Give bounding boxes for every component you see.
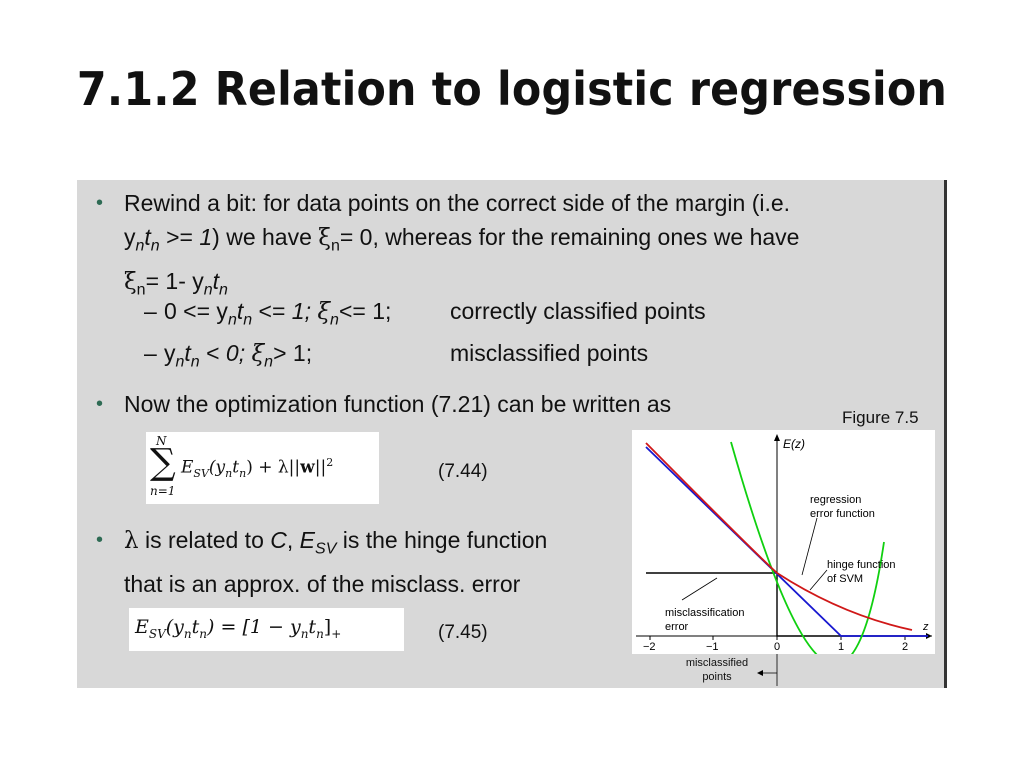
- figure-error-functions: −2 −1 0 1 2 E(z) z regression error func…: [632, 430, 935, 666]
- tick-label: 2: [902, 641, 908, 653]
- misclassified-points-arrow: [757, 654, 778, 686]
- quadratic-curve: [730, 441, 885, 666]
- misclassification-label: error: [665, 621, 689, 633]
- y-axis-arrow-icon: [774, 434, 780, 441]
- bullet-line: yntn >= 1) we have ξn= 0, whereas for th…: [124, 224, 800, 255]
- equation-7-45: ESV(yntn) = [1 − yntn]+: [129, 608, 404, 651]
- hinge-label: of SVM: [827, 573, 863, 585]
- misclassification-label: misclassification: [665, 607, 744, 619]
- tick-label: −2: [643, 641, 656, 653]
- y-axis-label: E(z): [783, 437, 805, 451]
- x-axis-label: z: [922, 621, 929, 633]
- tick-label: 1: [838, 641, 844, 653]
- dash-icon: –: [144, 340, 157, 366]
- equation-7-44: N ∑ n=1 ESV(yntn) + λ||w||2: [146, 432, 379, 504]
- hinge-curve: [645, 446, 928, 637]
- bullet-optimization: • Now the optimization function (7.21) c…: [96, 387, 671, 421]
- regression-curve: [645, 442, 913, 631]
- arrow-left-icon: [757, 670, 763, 676]
- bullet-hinge: • λ is related to C, ESV is the hinge fu…: [96, 523, 624, 601]
- annotation-arrow: [681, 577, 718, 601]
- figure-caption: Figure 7.5: [842, 408, 919, 427]
- sub-label-misclassified: misclassified points: [450, 340, 649, 366]
- sub-bullet-misclassified: – yntn < 0; ξn> 1;: [144, 340, 313, 371]
- misclassified-points-label: misclassified points: [685, 657, 749, 683]
- sub-label-correct: correctly classified points: [450, 298, 706, 324]
- hinge-label: hinge function: [827, 559, 896, 571]
- x-axis-arrow-icon: [926, 633, 932, 639]
- bullet-dot-icon: •: [96, 529, 104, 551]
- page-title: 7.1.2 Relation to logistic regression: [76, 62, 948, 116]
- regression-label: error function: [810, 508, 875, 520]
- sub-bullet-correct: – 0 <= yntn <= 1; ξn<= 1;: [144, 298, 392, 329]
- bullet-dot-icon: •: [96, 192, 104, 214]
- bullet-line: Rewind a bit: for data points on the cor…: [124, 190, 791, 216]
- annotation-arrow: [801, 517, 818, 576]
- equation-number-7-44: (7.44): [438, 461, 488, 482]
- dash-icon: –: [144, 298, 157, 324]
- regression-label: regression: [810, 494, 861, 506]
- tick-label: −1: [706, 641, 719, 653]
- figure-plot: −2 −1 0 1 2 E(z) z regression error func…: [636, 434, 932, 666]
- equation-number-7-45: (7.45): [438, 622, 488, 643]
- bullet-line: ξn= 1- yntn: [124, 267, 228, 299]
- bullet-rewind: • Rewind a bit: for data points on the c…: [96, 186, 924, 307]
- bullet-dot-icon: •: [96, 393, 104, 415]
- annotation-arrow: [809, 569, 828, 591]
- tick-label: 0: [774, 641, 780, 653]
